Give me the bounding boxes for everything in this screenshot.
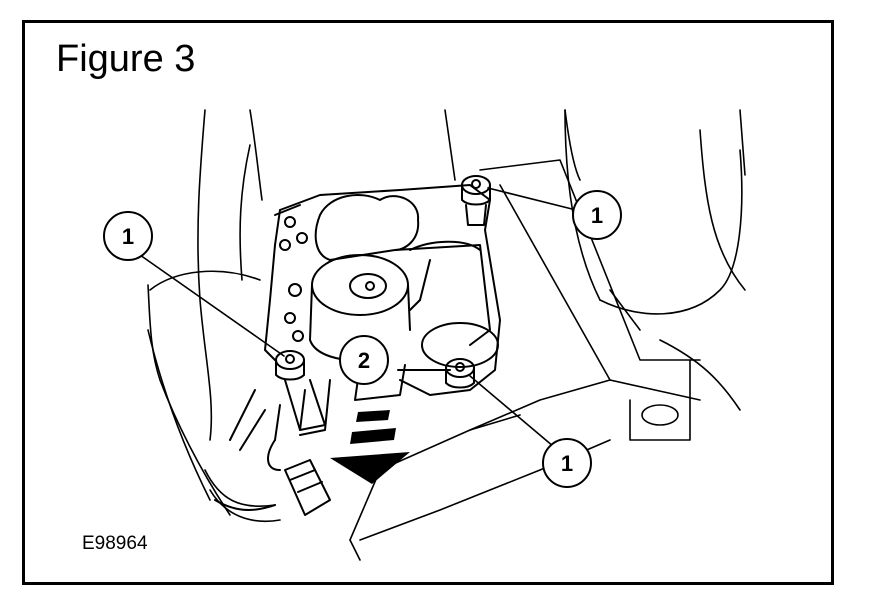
figure-frame	[22, 20, 834, 585]
callout-1-top-right-label: 1	[591, 203, 603, 228]
callout-leaders	[139, 187, 577, 453]
actuator-motor	[309, 194, 499, 401]
callout-2-label: 2	[358, 348, 370, 373]
removal-direction-arrow	[330, 410, 410, 484]
callout-1-left: 1	[103, 211, 153, 261]
actuator-bracket	[229, 184, 501, 451]
callout-1-top-right: 1	[572, 190, 622, 240]
image-code: E98964	[82, 533, 148, 554]
bolt-left	[275, 350, 326, 431]
callout-1-left-label: 1	[122, 224, 134, 249]
callout-2: 2	[339, 335, 389, 385]
callout-1-bottom-right-label: 1	[561, 451, 573, 476]
callout-1-bottom-right: 1	[542, 438, 592, 488]
bolt-lower-right	[445, 358, 475, 389]
bolt-top-right	[461, 175, 491, 226]
background-structure	[147, 109, 746, 561]
figure-title: Figure 3	[56, 38, 196, 80]
electrical-connector	[214, 379, 331, 516]
